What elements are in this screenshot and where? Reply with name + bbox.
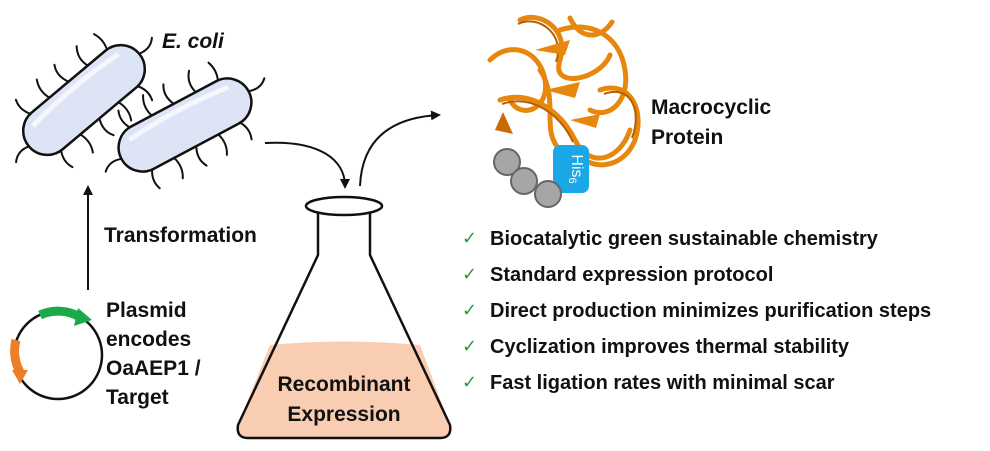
feature-text: Biocatalytic green sustainable chemistry (490, 228, 878, 250)
protein-label-line-1: Macrocyclic (651, 96, 772, 119)
plasmid-label-line-3: OaAEP1 / (106, 357, 201, 380)
feature-item: ✓ Direct production minimizes purificatio… (462, 294, 931, 330)
organism-label: E. coli (162, 30, 224, 53)
feature-list: ✓ Biocatalytic green sustainable chemistr… (462, 222, 931, 402)
arrow-to-protein (359, 110, 441, 187)
amino-acid-beads (493, 148, 562, 208)
bacterium-1 (14, 33, 154, 169)
plasmid-label-line-1: Plasmid (106, 299, 187, 322)
plasmid-label-line-2: encodes (106, 328, 192, 351)
feature-item: ✓ Fast ligation rates with minimal scar (462, 366, 931, 402)
flask-label-line-2: Expression (287, 403, 401, 426)
feature-text: Cyclization improves thermal stability (490, 336, 849, 358)
arrow-to-flask (264, 141, 350, 189)
protein-label-line-2: Protein (651, 126, 724, 149)
feature-text: Fast ligation rates with minimal scar (490, 372, 835, 394)
his-tag-subscript: 6 (566, 177, 578, 183)
plasmid (10, 306, 104, 401)
transformation-label: Transformation (104, 224, 257, 247)
plasmid-label-line-4: Target (106, 386, 169, 409)
flask (236, 195, 452, 440)
flask-medium (237, 341, 451, 438)
feature-item: ✓ Standard expression protocol (462, 258, 931, 294)
checkmark-icon: ✓ (462, 300, 478, 321)
feature-text: Standard expression protocol (490, 264, 774, 286)
protein-structure: His6 (487, 14, 641, 208)
flask-label-line-1: Recombinant (277, 373, 411, 396)
his-tag-label: His6 (566, 154, 585, 183)
his-tag-text: His (568, 154, 585, 177)
checkmark-icon: ✓ (462, 228, 478, 249)
his-tag (553, 145, 589, 193)
checkmark-icon: ✓ (462, 336, 478, 357)
feature-text: Direct production minimizes purification… (490, 300, 932, 322)
bacterium-2 (104, 61, 266, 190)
checkmark-icon: ✓ (462, 372, 478, 393)
feature-item: ✓ Biocatalytic green sustainable chemistr… (462, 222, 931, 258)
checkmark-icon: ✓ (462, 264, 478, 285)
plasmid-gene-orange (10, 338, 25, 375)
plasmid-gene-green (38, 306, 83, 322)
feature-item: ✓ Cyclization improves thermal stability (462, 330, 931, 366)
